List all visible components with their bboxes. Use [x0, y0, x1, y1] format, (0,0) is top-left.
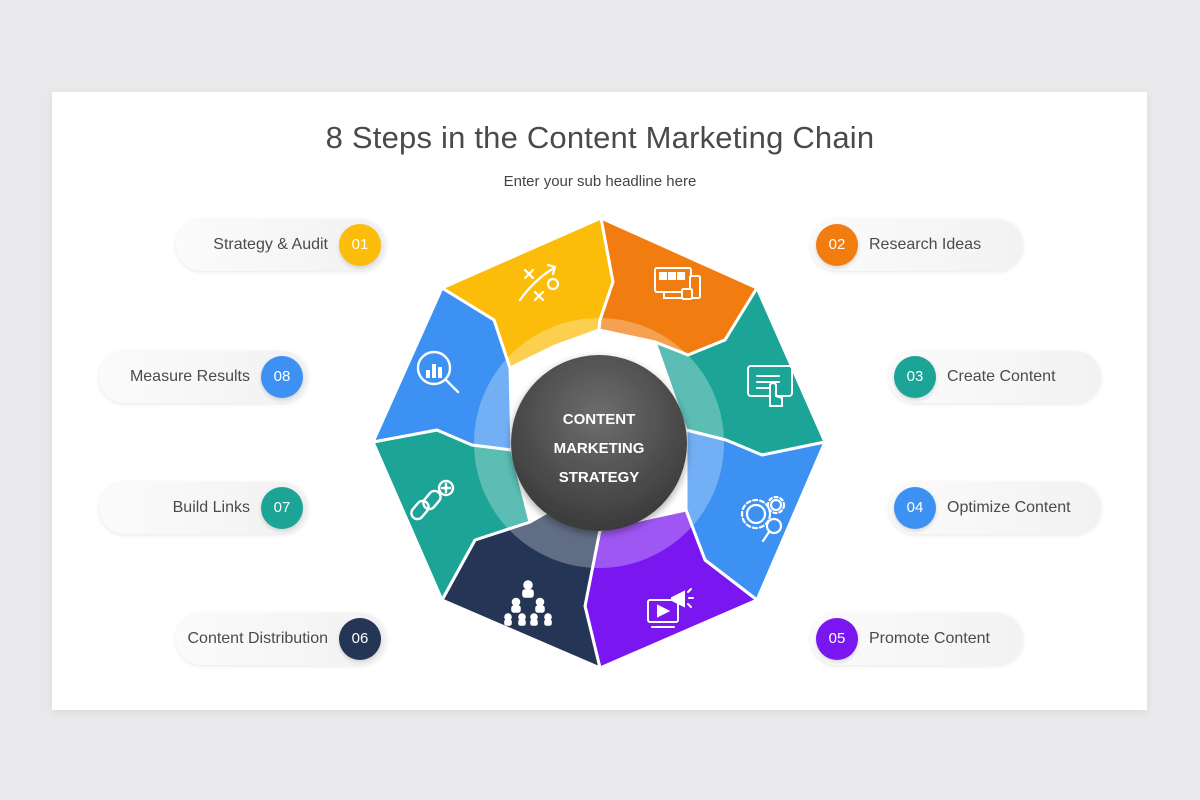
step-label-04: Optimize Content	[947, 499, 1071, 516]
step-pill-08: Measure Results 08	[99, 351, 308, 403]
step-label-06: Content Distribution	[187, 630, 328, 647]
center-line-1: CONTENT	[562, 411, 636, 428]
segment-08	[371, 286, 514, 452]
step-badge-07: 07	[261, 487, 303, 529]
center-line-2: MARKETING	[553, 440, 645, 457]
step-label-07: Build Links	[172, 499, 250, 516]
step-label-05: Promote Content	[869, 630, 990, 647]
step-badge-02: 02	[816, 224, 858, 266]
dashboard-monitor-icon	[654, 267, 701, 300]
step-pill-07: Build Links 07	[99, 482, 308, 534]
center-label: CONTENT MARKETING STRATEGY	[520, 405, 678, 492]
strategy-plan-icon	[518, 263, 560, 302]
page-subtitle: Enter your sub headline here	[503, 173, 697, 190]
center-hub	[511, 355, 687, 531]
step-label-02: Research Ideas	[869, 236, 982, 253]
link-add-icon	[410, 479, 455, 521]
step-pill-05: 05 Promote Content	[811, 613, 1023, 665]
step-label-08: Measure Results	[129, 368, 250, 385]
step-badge-03: 03	[894, 356, 936, 398]
step-pill-04: 04 Optimize Content	[889, 482, 1101, 534]
step-badge-06: 06	[339, 618, 381, 660]
video-megaphone-icon	[647, 588, 694, 628]
step-pill-02: 02 Research Ideas	[811, 219, 1023, 271]
chart-magnifier-icon	[416, 350, 460, 394]
step-pill-03: 03 Create Content	[889, 351, 1101, 403]
step-badge-05: 05	[816, 618, 858, 660]
center-line-3: STRATEGY	[558, 469, 640, 486]
step-label-01: Strategy & Audit	[213, 236, 328, 253]
step-badge-08: 08	[261, 356, 303, 398]
tablet-touch-icon	[747, 365, 793, 407]
step-badge-01: 01	[339, 224, 381, 266]
gears-search-icon	[740, 495, 786, 543]
page-title: 8 Steps in the Content Marketing Chain	[325, 120, 875, 155]
network-hierarchy-icon	[504, 580, 552, 626]
step-badge-04: 04	[894, 487, 936, 529]
step-pill-01: Strategy & Audit 01	[176, 219, 386, 271]
step-label-03: Create Content	[947, 368, 1056, 385]
step-pill-06: Content Distribution 06	[176, 613, 386, 665]
